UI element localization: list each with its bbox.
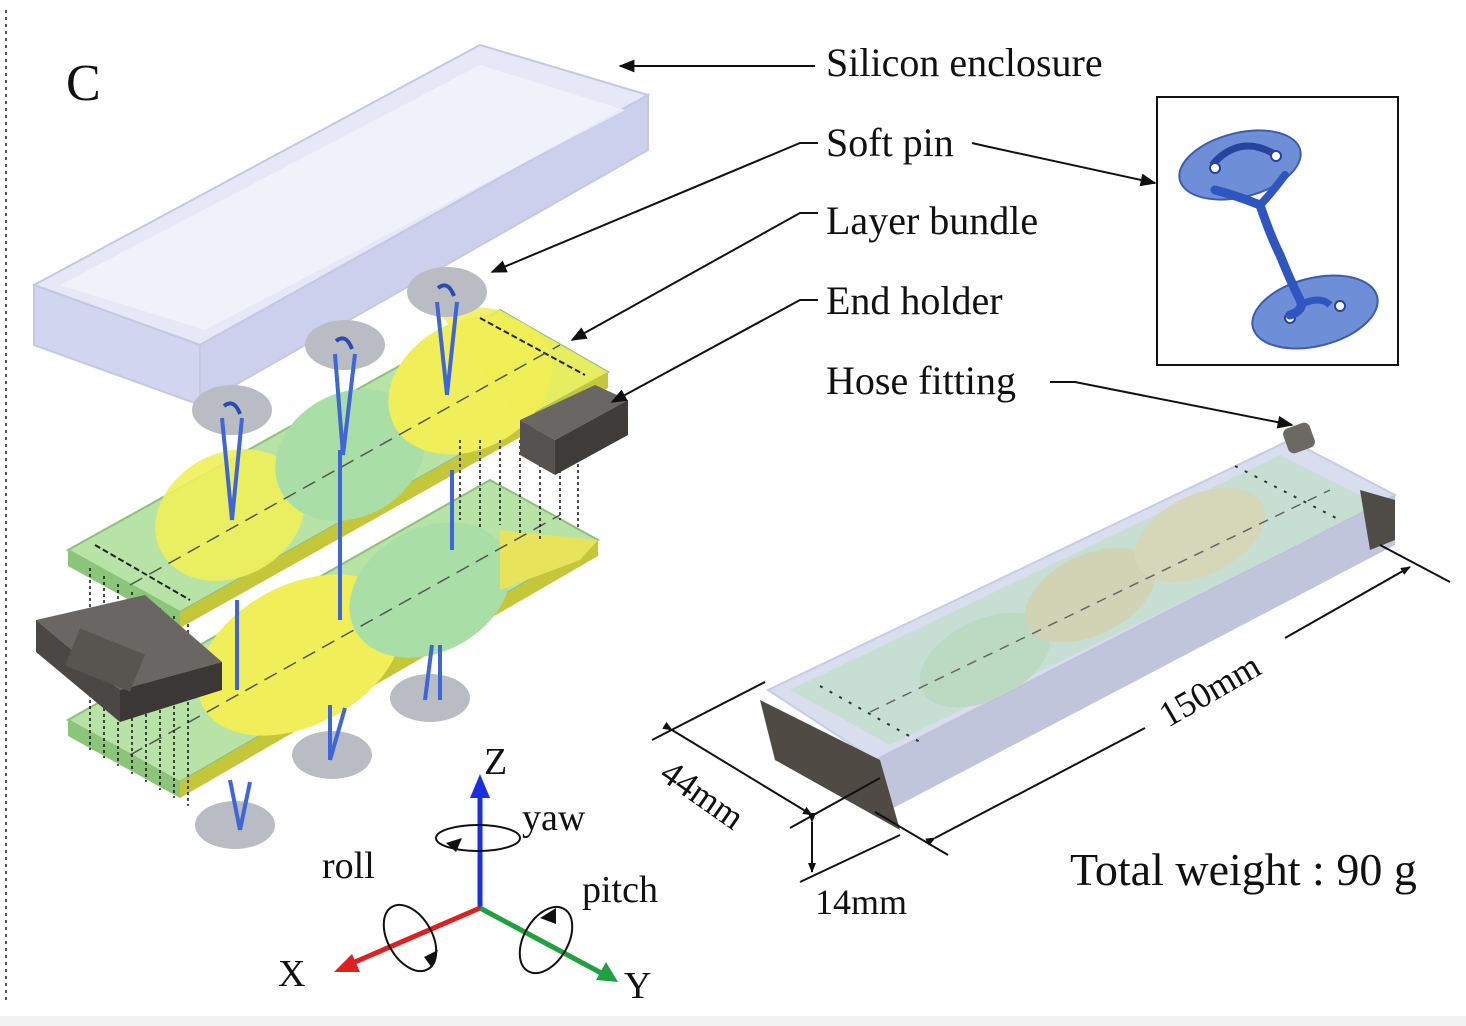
- soft-pins-upper: [192, 267, 487, 521]
- panel-label: C: [66, 55, 101, 112]
- callout-soft-pin: Soft pin: [826, 120, 954, 165]
- soft-pin-6: [390, 644, 470, 722]
- dim-width-label: 44mm: [653, 752, 751, 838]
- x-axis: [347, 905, 481, 968]
- y-axis: [478, 905, 607, 978]
- dimension-150mm: [874, 544, 1451, 856]
- callout-hose-fitting: Hose fitting: [826, 358, 1016, 403]
- soft-pins-lower: [195, 450, 470, 849]
- callout-end-holder: End holder: [826, 278, 1003, 323]
- hose-fitting: [1283, 422, 1315, 454]
- soft-pin-2: [305, 320, 385, 456]
- axis-x-label: X: [278, 953, 305, 995]
- soft-pin-1: [192, 385, 272, 521]
- assembled-device: [760, 422, 1398, 830]
- callout-silicon-enclosure: Silicon enclosure: [826, 40, 1103, 85]
- soft-pin-3: [407, 267, 487, 396]
- total-weight: Total weight : 90 g: [1070, 844, 1417, 895]
- axis-z-label: Z: [484, 741, 507, 783]
- bottom-band: [0, 1016, 1466, 1026]
- pitch-label: pitch: [582, 869, 658, 911]
- leader-layer-bundle: [570, 212, 818, 341]
- yaw-label: yaw: [522, 797, 586, 839]
- silicon-enclosure-box: [31, 43, 651, 407]
- soft-pin-5: [292, 705, 372, 779]
- soft-pin-inset: [1156, 96, 1399, 366]
- dim-height-label: 14mm: [815, 882, 907, 922]
- leader-soft-pin: [490, 142, 818, 273]
- pitch-rotation-icon: [518, 905, 574, 975]
- dimension-44mm: [651, 681, 881, 829]
- lower-layer-bundle: [65, 478, 601, 798]
- leader-end-holder: [610, 299, 818, 403]
- axis-y-label: Y: [624, 965, 651, 1007]
- yaw-rotation-icon: [435, 824, 521, 852]
- roll-label: roll: [322, 845, 375, 887]
- dimension-14mm: [799, 813, 901, 883]
- leader-hose-fitting: [1050, 381, 1294, 429]
- roll-rotation-icon: [382, 903, 438, 973]
- coordinate-axes: [334, 774, 618, 982]
- soft-pin-4: [195, 779, 275, 849]
- end-holder-left: [36, 595, 222, 722]
- callout-layer-bundle: Layer bundle: [826, 198, 1038, 243]
- end-holder-right: [520, 385, 628, 475]
- leader-soft-pin-inset: [971, 142, 1157, 187]
